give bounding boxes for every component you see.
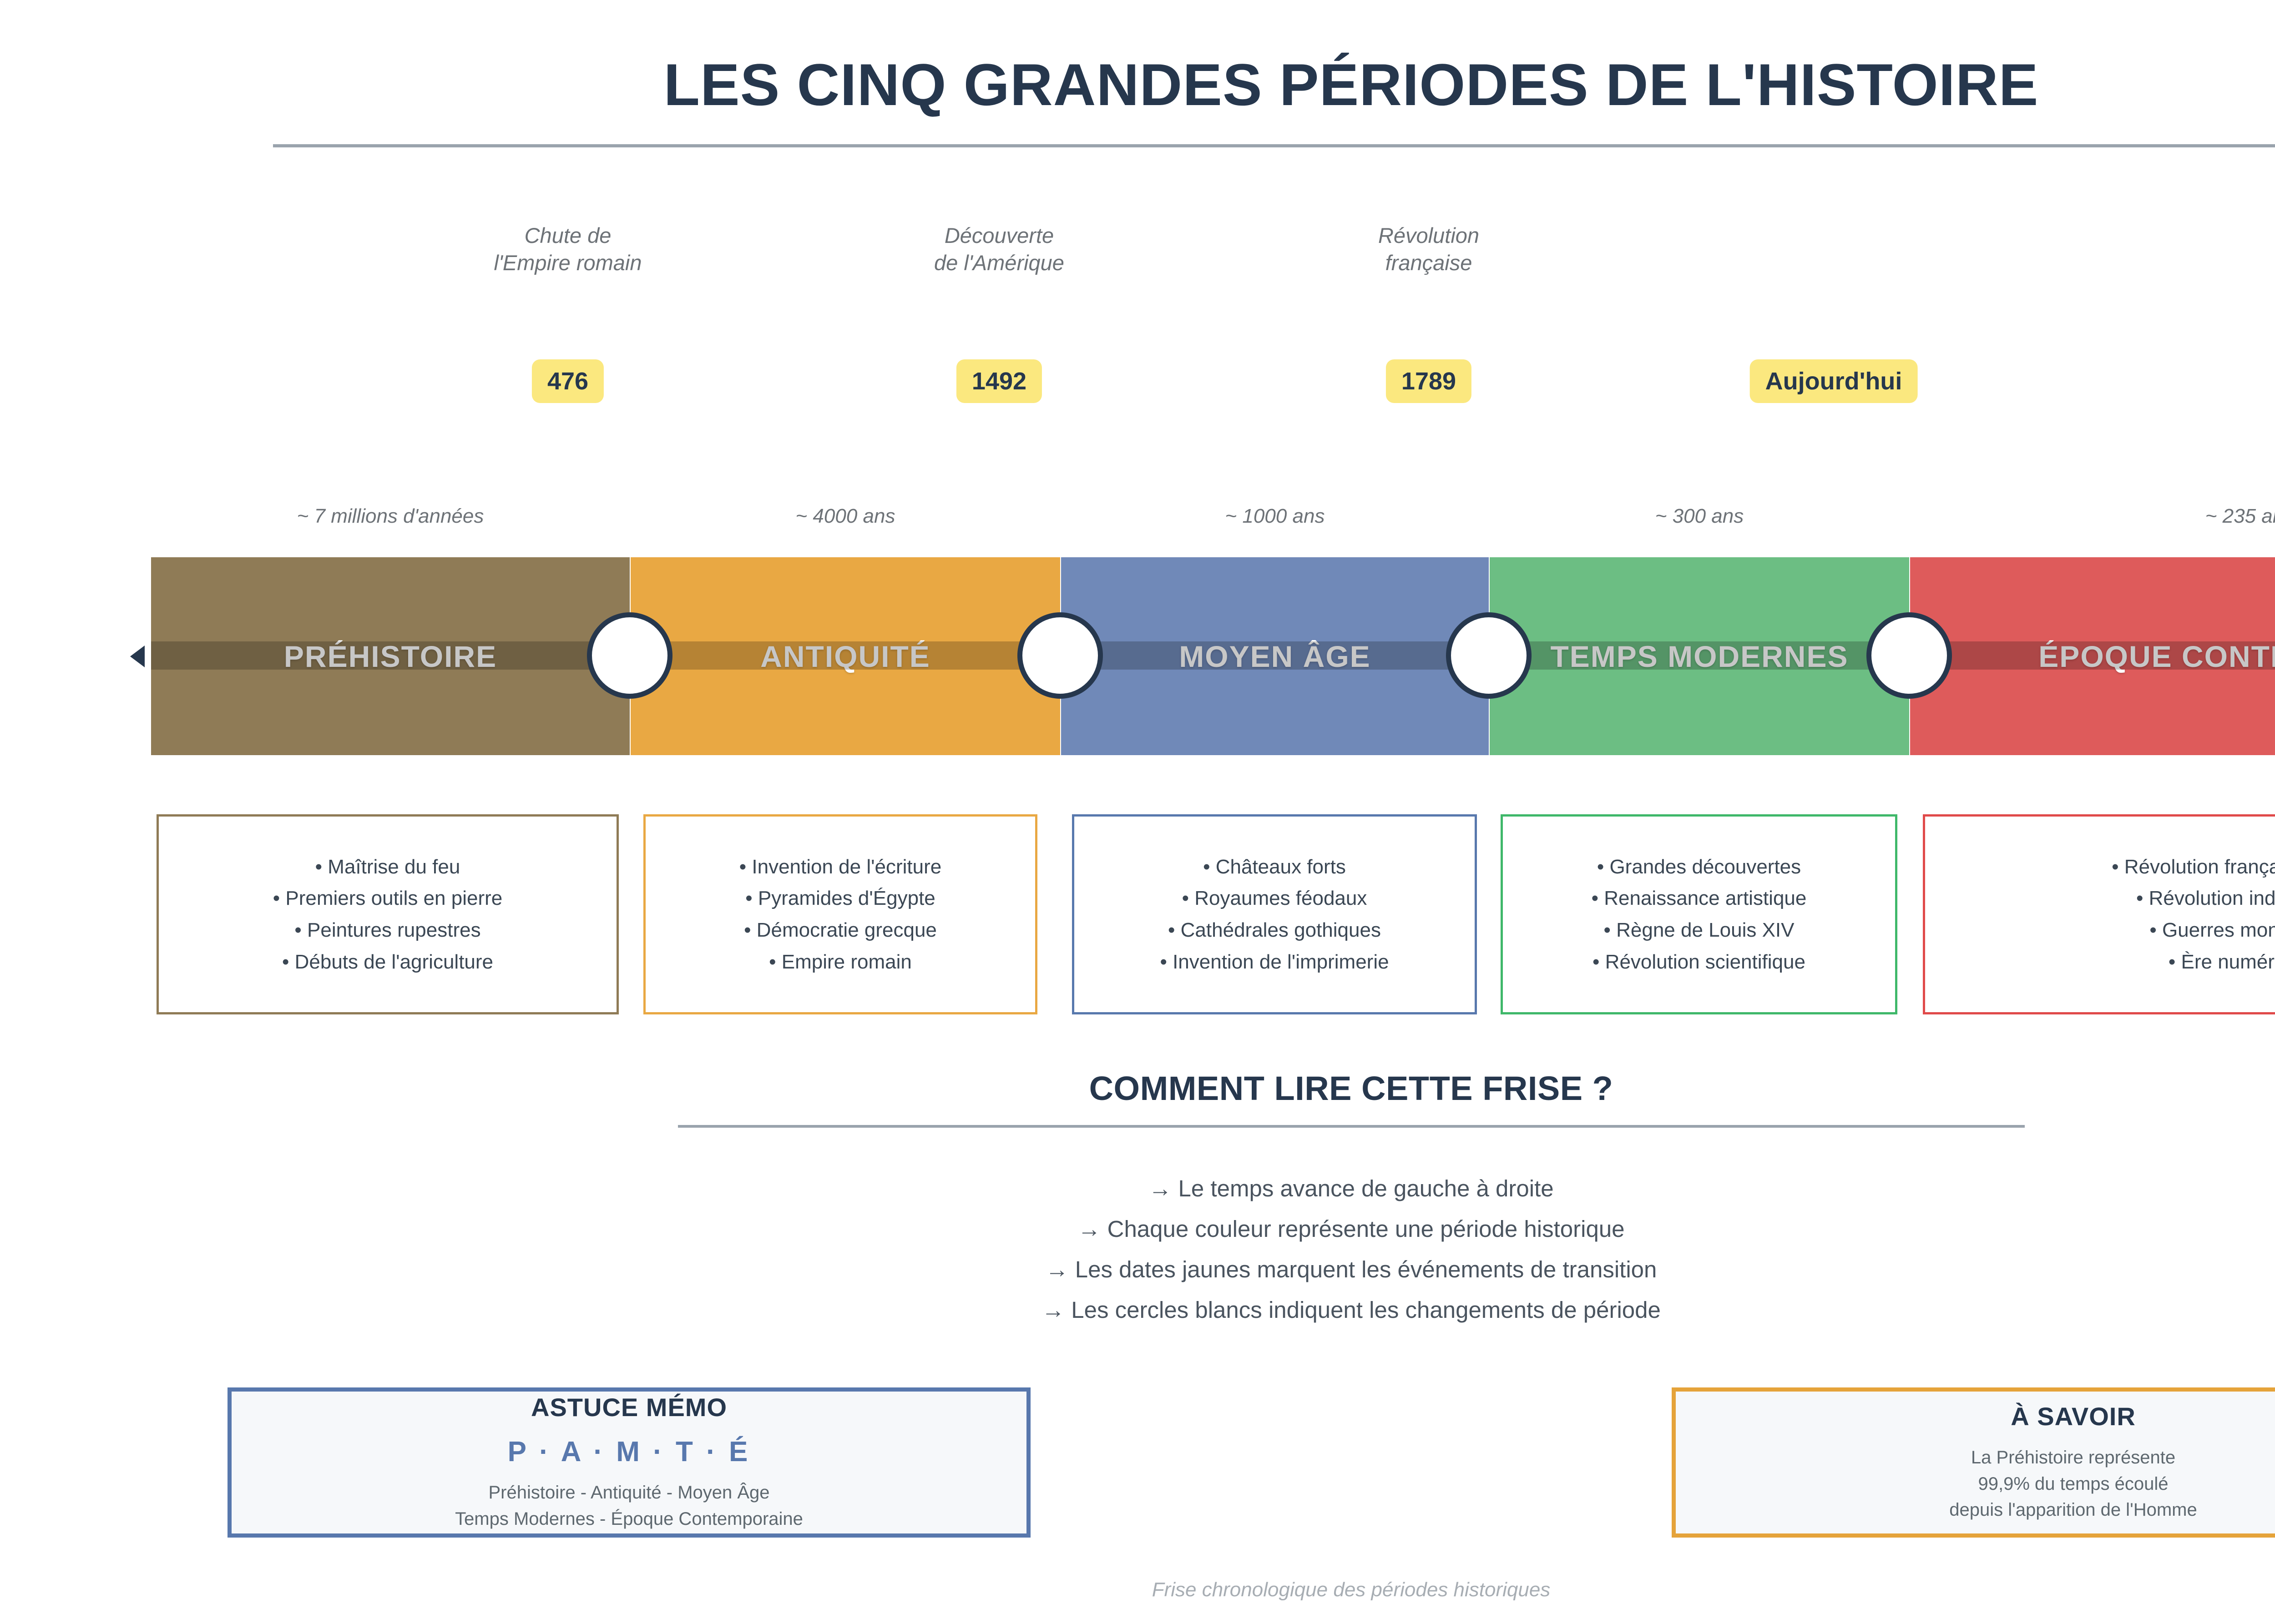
date-badge: 476 (531, 359, 604, 403)
transition-node (587, 612, 672, 699)
detail-item: • Cathédrales gothiques (1168, 919, 1381, 941)
detail-item: • Renaissance artistique (1591, 887, 1807, 910)
detail-item: • Empire romain (769, 950, 912, 973)
timeline: Chute de l'Empire romain Découverte de l'… (130, 223, 2275, 1014)
period-name: MOYEN ÂGE (1179, 639, 1371, 673)
detail-item: • Peintures rupestres (294, 919, 481, 941)
how-to-read-title: COMMENT LIRE CETTE FRISE ? (1089, 1069, 1613, 1107)
period-band: ÉPOQUE CONTEMPORAINE (1910, 557, 2275, 755)
period-duration-label: ~ 300 ans (1655, 505, 1744, 527)
detail-item: • Démocratie grecque (744, 919, 937, 941)
detail-item: • Maîtrise du feu (315, 855, 460, 878)
date-badge: Aujourd'hui (1749, 359, 1918, 403)
period-detail-box: • Châteaux forts • Royaumes féodaux • Cath… (1072, 814, 1477, 1014)
date-badge: 1789 (1385, 359, 1472, 403)
detail-item: • Grandes découvertes (1597, 855, 1801, 878)
detail-item: • Invention de l'écriture (739, 855, 942, 878)
memo-expansion-line-2: Temps Modernes - Époque Contemporaine (455, 1509, 803, 1529)
how-to-read-item: → Chaque couleur représente une période … (1077, 1216, 1625, 1242)
period-name: ÉPOQUE CONTEMPORAINE (2038, 639, 2275, 673)
detail-item: • Révolution scientifique (1592, 950, 1805, 973)
a-savoir-line-1: La Préhistoire représente (1971, 1447, 2176, 1468)
a-savoir-line-2: 99,9% du temps écoulé (1978, 1473, 2169, 1494)
period-duration-label: ~ 1000 ans (1225, 505, 1325, 527)
period-duration-label: ~ 4000 ans (795, 505, 895, 527)
axis-strip (631, 641, 1060, 670)
axis-strip (1910, 641, 2275, 670)
how-to-read-item: → Les dates jaunes marquent les événemen… (1045, 1256, 1657, 1282)
detail-item: • Invention de l'imprimerie (1160, 950, 1389, 973)
axis-strip (151, 641, 630, 670)
period-detail-box: • Révolution française (1789) • Révolutio… (1923, 814, 2275, 1014)
period-band: ANTIQUITÉ (631, 557, 1060, 755)
period-name: TEMPS MODERNES (1550, 639, 1849, 673)
event-label: Révolution française (1378, 223, 1480, 275)
period-duration-label: ~ 7 millions d'années (297, 505, 484, 527)
transition-node (1866, 612, 1952, 699)
period-duration-label: ~ 235 ans (2205, 505, 2275, 527)
memo-mnemonic-letters: P · A · M · T · É (507, 1436, 751, 1468)
axis-strip (1061, 641, 1489, 670)
transition-node (1017, 612, 1103, 699)
how-to-read-item: → Le temps avance de gauche à droite (1148, 1175, 1554, 1201)
period-band: MOYEN ÂGE (1061, 557, 1489, 755)
detail-item: • Royaumes féodaux (1182, 887, 1367, 910)
memo-expansion-line-1: Préhistoire - Antiquité - Moyen Âge (488, 1483, 770, 1503)
detail-item: • Guerres mondiales (2149, 919, 2275, 941)
how-to-read-list: → Le temps avance de gauche à droite → Ch… (0, 1177, 2275, 1321)
event-label: Chute de l'Empire romain (494, 223, 642, 275)
a-savoir-line-3: depuis l'apparition de l'Homme (1949, 1500, 2197, 1520)
period-band: PRÉHISTOIRE (151, 557, 630, 755)
how-to-read-divider (677, 1125, 2025, 1128)
page-title: LES CINQ GRANDES PÉRIODES DE L'HISTOIRE (663, 51, 2039, 118)
detail-item: • Révolution française (1789) (2112, 855, 2275, 878)
astuce-memo-card: ASTUCE MÉMO P · A · M · T · É Préhistoir… (228, 1387, 1031, 1538)
how-to-read-section: COMMENT LIRE CETTE FRISE ? → Le temps av… (0, 1069, 2275, 1339)
detail-item: • Débuts de l'agriculture (282, 950, 494, 973)
period-detail-box: • Maîtrise du feu • Premiers outils en pi… (157, 814, 619, 1014)
detail-item: • Premiers outils en pierre (273, 887, 503, 910)
period-name: PRÉHISTOIRE (283, 639, 497, 673)
date-badge: 1492 (956, 359, 1042, 403)
detail-item: • Règne de Louis XIV (1603, 919, 1795, 941)
how-to-read-item: → Les cercles blancs indiquent les chang… (1041, 1297, 1661, 1323)
footer-caption: Frise chronologique des périodes histori… (1152, 1579, 1551, 1601)
period-band: TEMPS MODERNES (1490, 557, 1909, 755)
detail-item: • Pyramides d'Égypte (745, 887, 935, 910)
detail-item: • Ère numérique (2168, 950, 2275, 973)
title-divider (273, 144, 2275, 147)
astuce-memo-title: ASTUCE MÉMO (531, 1393, 727, 1422)
transition-node (1446, 612, 1532, 699)
title-block: LES CINQ GRANDES PÉRIODES DE L'HISTOIRE (0, 0, 2275, 147)
period-name: ANTIQUITÉ (760, 639, 930, 673)
axis-strip (1490, 641, 1909, 670)
detail-item: • Révolution industrielle (2136, 887, 2275, 910)
period-detail-box: • Grandes découvertes • Renaissance artis… (1501, 814, 1897, 1014)
a-savoir-title: À SAVOIR (2011, 1402, 2136, 1431)
axis-arrow-left-icon (130, 646, 145, 667)
detail-item: • Châteaux forts (1203, 855, 1346, 878)
period-detail-box: • Invention de l'écriture • Pyramides d'É… (643, 814, 1037, 1014)
event-label: Découverte de l'Amérique (934, 223, 1064, 275)
a-savoir-card: À SAVOIR La Préhistoire représente 99,9%… (1672, 1387, 2275, 1538)
